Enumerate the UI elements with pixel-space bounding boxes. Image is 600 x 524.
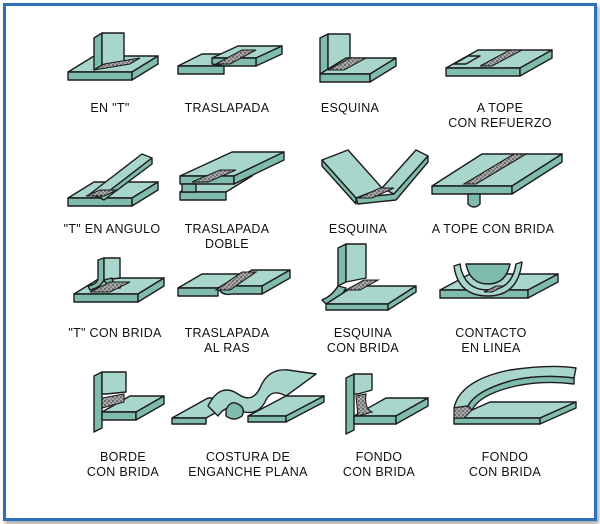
- joint-label: FONDO CON BRIDA: [342, 450, 416, 479]
- joint-label: BORDE CON BRIDA: [86, 450, 160, 479]
- joint-label: CONTACTO EN LINEA: [455, 326, 527, 355]
- joint-label: A TOPE CON BRIDA: [431, 222, 555, 236]
- joint-label: FONDO CON BRIDA: [468, 450, 542, 479]
- flanged-bottom-joint-2-icon: [453, 365, 577, 425]
- joint-label: EN "T": [90, 101, 130, 115]
- joint-label: TRASLAPADA DOBLE: [184, 222, 270, 251]
- open-corner-joint-icon: [321, 149, 429, 205]
- t-joint-icon: [67, 32, 159, 81]
- joint-label: "T" EN ANGULO: [63, 222, 161, 236]
- joint-label: A TOPE CON REFUERZO: [448, 101, 552, 130]
- lap-joint-icon: [177, 45, 283, 75]
- joint-label: ESQUINA: [328, 222, 388, 236]
- flanged-edge-joint-icon: [93, 371, 165, 433]
- joint-label: COSTURA DE ENGANCHE PLANA: [188, 450, 308, 479]
- joint-label: TRASLAPADA: [184, 101, 270, 115]
- angled-t-joint-icon: [67, 153, 159, 207]
- flanged-butt-joint-icon: [431, 153, 563, 208]
- flanged-t-joint-icon: [73, 257, 165, 303]
- reinforced-butt-joint-icon: [445, 49, 553, 77]
- line-contact-joint-icon: [439, 261, 559, 299]
- double-lap-joint-icon: [179, 151, 285, 201]
- flat-lock-seam-icon: [171, 369, 325, 425]
- joint-label: ESQUINA: [320, 101, 380, 115]
- joint-label: TRASLAPADA AL RAS: [184, 326, 270, 355]
- flanged-corner-joint-icon: [321, 243, 417, 311]
- flush-lap-joint-icon: [177, 269, 291, 297]
- joint-label: "T" CON BRIDA: [68, 326, 162, 340]
- corner-joint-icon: [319, 33, 397, 83]
- joint-label: ESQUINA CON BRIDA: [326, 326, 400, 355]
- flanged-bottom-joint-icon: [345, 373, 429, 435]
